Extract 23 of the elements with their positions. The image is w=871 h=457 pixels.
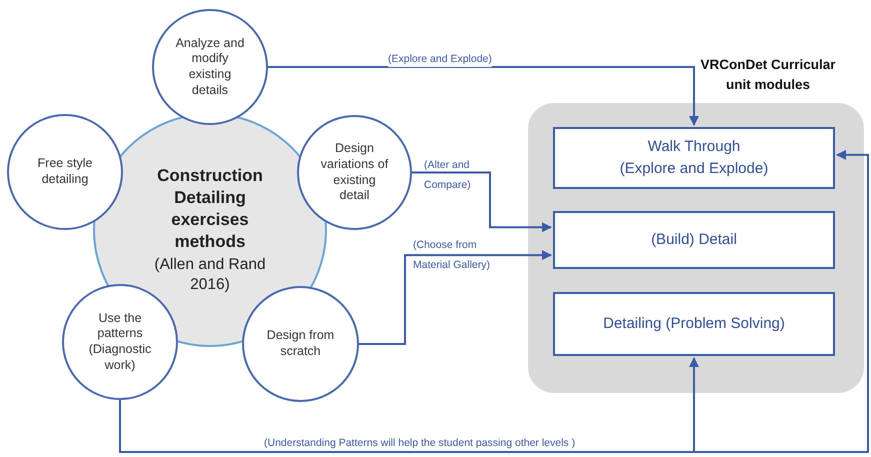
citation-text: (Allen and Rand 2016) [153, 255, 267, 296]
edge-label: (Alter and Compare) [424, 158, 472, 193]
edge-label: (Explore and Explode) [388, 53, 492, 67]
connector-arrow [412, 172, 552, 232]
node-label: Design from scratch [266, 328, 336, 360]
node-label: Use the patterns (Diagnostic work) [88, 310, 152, 374]
node-label: Free style detailing [36, 156, 94, 188]
node-label: Detailing (Problem Solving) [603, 314, 785, 334]
connector-arrow [268, 66, 699, 126]
connector-arrow [119, 150, 869, 453]
node-sublabel: (Explore and Explode) [620, 159, 768, 179]
circle-title: Construction Detailing exercises methods [156, 164, 264, 253]
edge-label: (Choose from Material Gallery) [413, 238, 492, 273]
module-box [553, 292, 835, 356]
node-label: Analyze and modify existing details [174, 36, 246, 98]
edge-label: (Understanding Patterns will help the student passing other levels ) [264, 437, 576, 451]
connector-arrow [359, 250, 552, 345]
module-box [553, 127, 835, 189]
node-label: Walk Through [648, 137, 740, 158]
module-box [553, 211, 835, 269]
node-label: (Build) Detail [651, 230, 737, 250]
panel-heading: VRConDet Curricular unit modules [699, 56, 837, 94]
node-label: Design variations of existing detail [320, 141, 390, 204]
